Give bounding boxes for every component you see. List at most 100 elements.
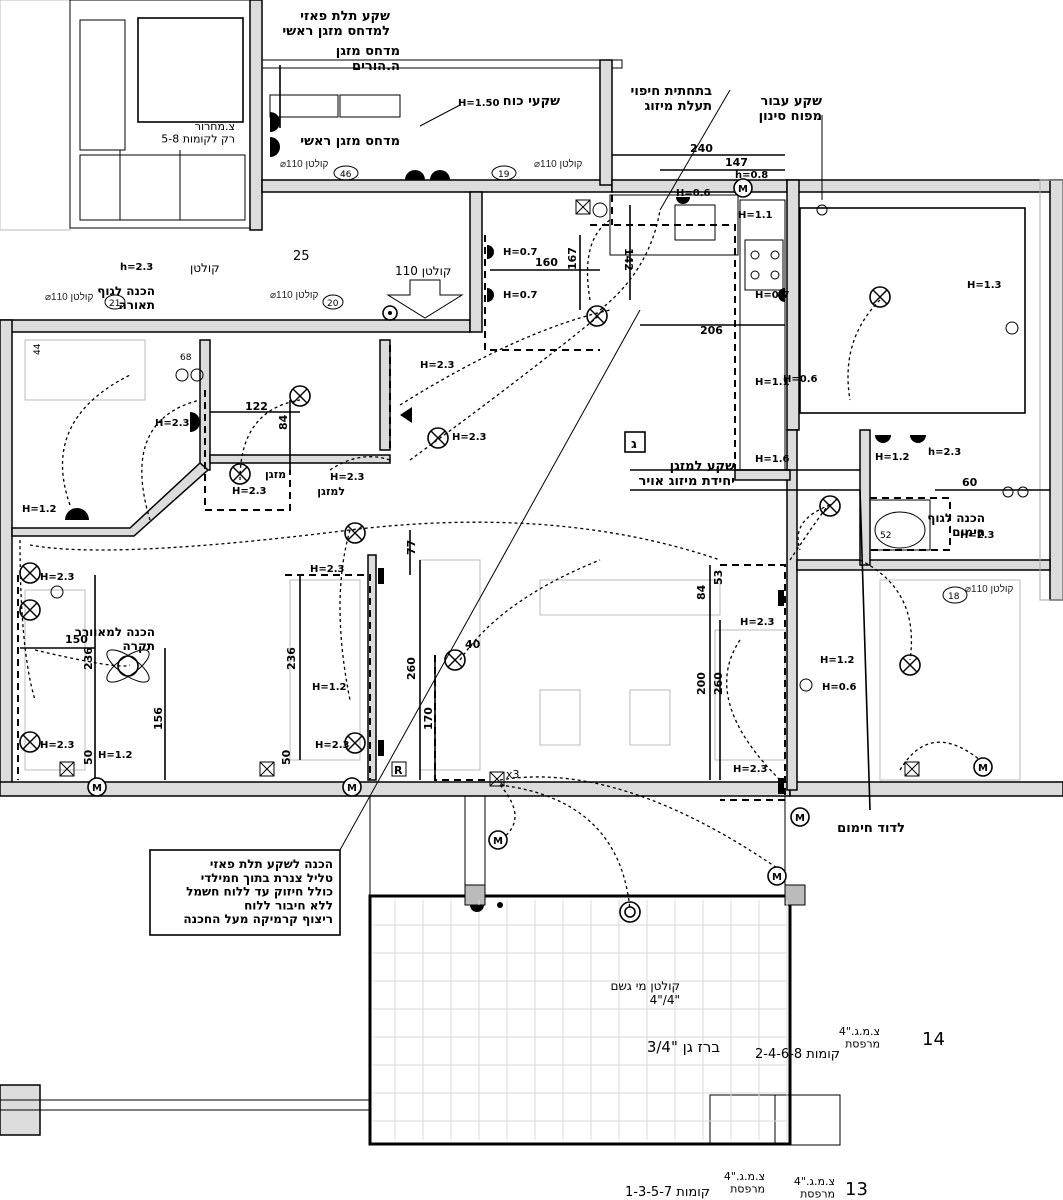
dim-236a: 236 — [82, 647, 95, 670]
light-fixture-icon — [869, 286, 891, 308]
motor-letter: M — [738, 184, 748, 195]
h06b-label: H=0.6 — [822, 682, 857, 693]
motor-icon: M — [767, 866, 787, 886]
dim-142: 142 — [622, 248, 635, 271]
dim-240: 240 — [690, 142, 713, 155]
dimension-labels: 240 147 142 160 167 206 122 84 150 236 1… — [33, 142, 978, 765]
balcony-tiles — [373, 900, 788, 1140]
motor-letter: M — [772, 872, 782, 883]
h23e-label: H=2.3 — [232, 486, 267, 497]
motor-letter: M — [347, 783, 357, 794]
walls — [0, 0, 1063, 1146]
light-fixture-icon — [344, 522, 366, 544]
dim-260a: 260 — [405, 657, 418, 680]
motor-letter: M — [978, 763, 988, 774]
h23k-label: H=2.3 — [960, 530, 995, 541]
r-box-label: R — [394, 764, 403, 777]
floor-13-label: 13 — [845, 1179, 868, 1200]
kulton-110-right-label: ⌀110 קולטן — [965, 583, 1014, 595]
dim-167: 167 — [566, 247, 579, 270]
ref-21: 21 — [109, 299, 120, 309]
motor-letter: M — [92, 783, 102, 794]
h13-label: H=1.3 — [967, 280, 1002, 291]
dim-77: 77 — [405, 540, 418, 555]
h23c-label: H=2.3 — [155, 418, 190, 429]
light-fixtures — [19, 286, 921, 754]
to-heater-label: לדוד חימום — [837, 821, 905, 836]
light-fixture-icon — [444, 649, 466, 671]
ref-20: 20 — [327, 299, 339, 309]
motor-icon: M — [973, 757, 993, 777]
dim-236b: 236 — [285, 647, 298, 670]
light-fixture-icon — [344, 732, 366, 754]
ref-19: 19 — [498, 170, 510, 180]
garden-tap-label: 3/4" ברז גן — [647, 1038, 721, 1056]
light-fixture-icon — [19, 562, 41, 584]
dim-150: 150 — [65, 633, 88, 646]
h23m-label: H=2.3 — [733, 764, 768, 775]
note-box — [149, 849, 341, 936]
h12b-label: H=1.2 — [312, 682, 347, 693]
ref-46: 46 — [340, 170, 352, 180]
h23d-label: H=2.3 — [330, 472, 365, 483]
dim-50b: 50 — [280, 749, 293, 765]
h23b-label: H=2.3 — [452, 432, 487, 443]
h12d-label: H=1.2 — [875, 452, 910, 463]
motor-icon: M — [733, 178, 753, 198]
wall-outlets-label: שקעי כוח — [503, 94, 560, 109]
h12c-label: H=1.2 — [98, 750, 133, 761]
h06c-label: H=0.6 — [783, 374, 818, 385]
light-fixture-icon — [19, 599, 41, 621]
dim-147: 147 — [725, 156, 748, 169]
dimension-lines — [20, 154, 1050, 780]
kulton-110-b-label: ⌀110 קולטן — [534, 158, 583, 170]
dim-50a: 50 — [82, 749, 95, 765]
motor-icon: M — [488, 830, 508, 850]
dim-68: 68 — [180, 353, 192, 363]
h23j-label: h=2.3 — [928, 447, 961, 458]
motor-icon: M — [790, 807, 810, 827]
kulton-110-center-label: קולטן 110 — [395, 264, 451, 278]
h23f-label: H=2.3 — [40, 572, 75, 583]
light-fixture-icon — [899, 654, 921, 676]
motor-symbols: M M M M M M M — [87, 178, 993, 886]
reference-markers — [104, 165, 968, 604]
leader-lines — [279, 65, 871, 851]
h23h-label: H=2.3 — [40, 740, 75, 751]
x3-label: x3 — [506, 768, 520, 781]
dim-84: 84 — [277, 414, 290, 430]
dim-206: 206 — [700, 324, 723, 337]
h11b-label: H=1.1 — [755, 377, 790, 388]
h150-label: H=1.50 — [458, 98, 499, 109]
kulton-ref-b-label: ⌀110 קולטן — [270, 289, 319, 301]
h07a-label: H=0.7 — [503, 247, 538, 258]
collector-arrow — [386, 279, 464, 319]
dim-170: 170 — [422, 707, 435, 730]
h23i-label: H=2.3 — [315, 740, 350, 751]
ac-box-label: מזגן — [265, 468, 286, 481]
h08-label: h=0.8 — [735, 170, 768, 181]
h23l-label: H=2.3 — [740, 617, 775, 628]
dim-40: 40 — [465, 638, 481, 651]
dim-84b: 84 — [695, 584, 708, 600]
dim-156: 156 — [152, 707, 165, 730]
dim-52: 52 — [880, 531, 891, 541]
light-fixture-icon — [19, 731, 41, 753]
dim-160: 160 — [535, 256, 558, 269]
kulton-110-a-label: ⌀110 קולטן — [280, 158, 329, 170]
motor-letter: M — [493, 836, 503, 847]
h11-label: H=1.1 — [738, 210, 773, 221]
junction-boxes — [59, 199, 920, 787]
